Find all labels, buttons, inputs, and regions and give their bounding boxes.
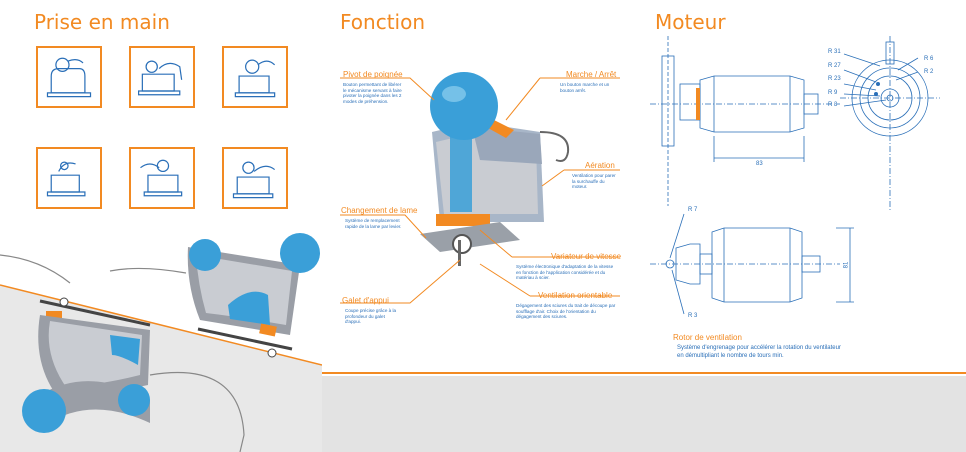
grip-pictogram-6 xyxy=(222,147,288,209)
grip-pictogram-4 xyxy=(36,147,102,209)
callout-variateur-text: Système électronique d'adaptation de la … xyxy=(516,264,614,281)
grip-pictogram-3 xyxy=(222,46,288,108)
callout-marche-title: Marche / Arrêt xyxy=(566,70,617,79)
callout-galet-text: Coupe précise grâce à la profondeur du g… xyxy=(345,308,397,325)
dim-r3-bottom: R 3 xyxy=(688,313,698,319)
title-prise-en-main: Prise en main xyxy=(34,10,170,34)
callout-pivot-title: Pivot de poignée xyxy=(343,70,403,79)
dim-r7: R 7 xyxy=(688,207,698,213)
callout-lines xyxy=(340,77,620,304)
grip-pictogram-2 xyxy=(129,46,195,108)
callout-galet-title: Galet d'appui xyxy=(342,296,389,305)
dim-r6: R 6 xyxy=(924,56,934,62)
rotor-text: Système d'engrenage pour accélérer la ro… xyxy=(677,345,841,359)
dim-r9: R 9 xyxy=(828,90,838,96)
callout-marche-text: Un bouton marche et un bouton arrêt. xyxy=(560,82,610,93)
callout-changement-title: Changement de lame xyxy=(341,206,418,215)
callout-aeration-title: Aération xyxy=(585,161,615,170)
grip-pictogram-5 xyxy=(129,147,195,209)
dim-81: 81 xyxy=(843,261,850,269)
dim-r2: R 2 xyxy=(924,69,934,75)
dim-r31: R 31 xyxy=(828,49,841,55)
callout-changement-text: Système de remplacement rapide de la lam… xyxy=(345,218,402,229)
dim-r3: R 3 xyxy=(828,102,838,108)
callout-variateur-title: Variateur de vitesse xyxy=(551,252,622,261)
rotor-title: Rotor de ventilation xyxy=(673,333,742,342)
orange-divider-line xyxy=(322,372,966,374)
dim-r27: R 27 xyxy=(828,63,841,69)
callout-pivot-text: Bouton permettant de libérer le mécanism… xyxy=(343,82,402,104)
title-moteur: Moteur xyxy=(655,10,726,34)
callout-ventilation-text: Dégagement des sciures du trait de décou… xyxy=(516,303,616,320)
grip-pictogram-1 xyxy=(36,46,102,108)
title-fonction: Fonction xyxy=(340,10,426,34)
dim-83: 83 xyxy=(756,161,763,167)
jigsaw-side-views-illustration xyxy=(0,233,322,452)
motor-technical-drawing xyxy=(650,36,940,315)
callout-ventilation-title: Ventilation orientable xyxy=(538,291,613,300)
jigsaw-main-illustration xyxy=(420,72,570,266)
callout-aeration-text: Ventilation pour parer la surchauffe du … xyxy=(572,173,616,190)
dim-r23: R 23 xyxy=(828,76,841,82)
bottom-band xyxy=(322,376,966,452)
